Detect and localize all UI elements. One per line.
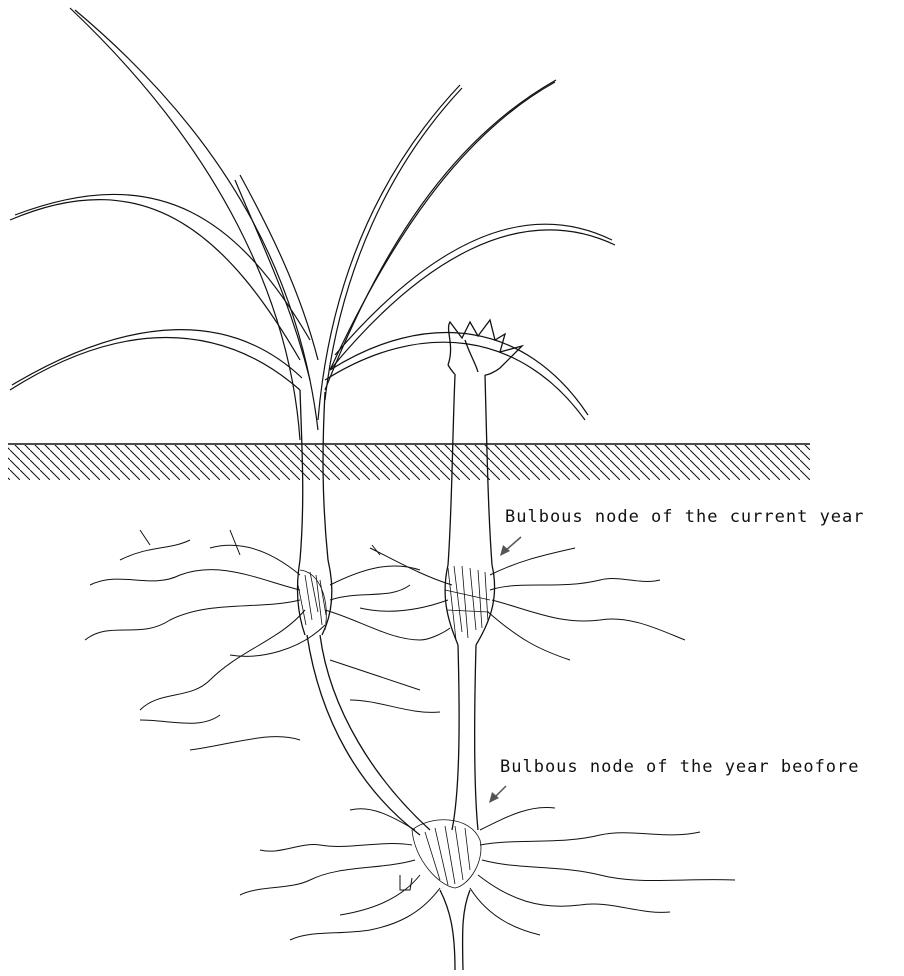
roots-lower — [240, 807, 735, 940]
lower-stems — [440, 890, 470, 970]
arrow-before — [489, 786, 506, 803]
ground-surface — [8, 444, 810, 480]
shoot-stem — [445, 320, 522, 830]
bulbous-node-before — [412, 820, 481, 888]
arrow-current — [500, 537, 521, 556]
roots-upper — [85, 530, 685, 750]
leaves — [10, 8, 615, 440]
bulbous-node-current-main — [298, 570, 326, 630]
label-year-before-node: Bulbous node of the year beofore — [500, 757, 860, 777]
label-current-year-node: Bulbous node of the current year — [505, 507, 865, 527]
